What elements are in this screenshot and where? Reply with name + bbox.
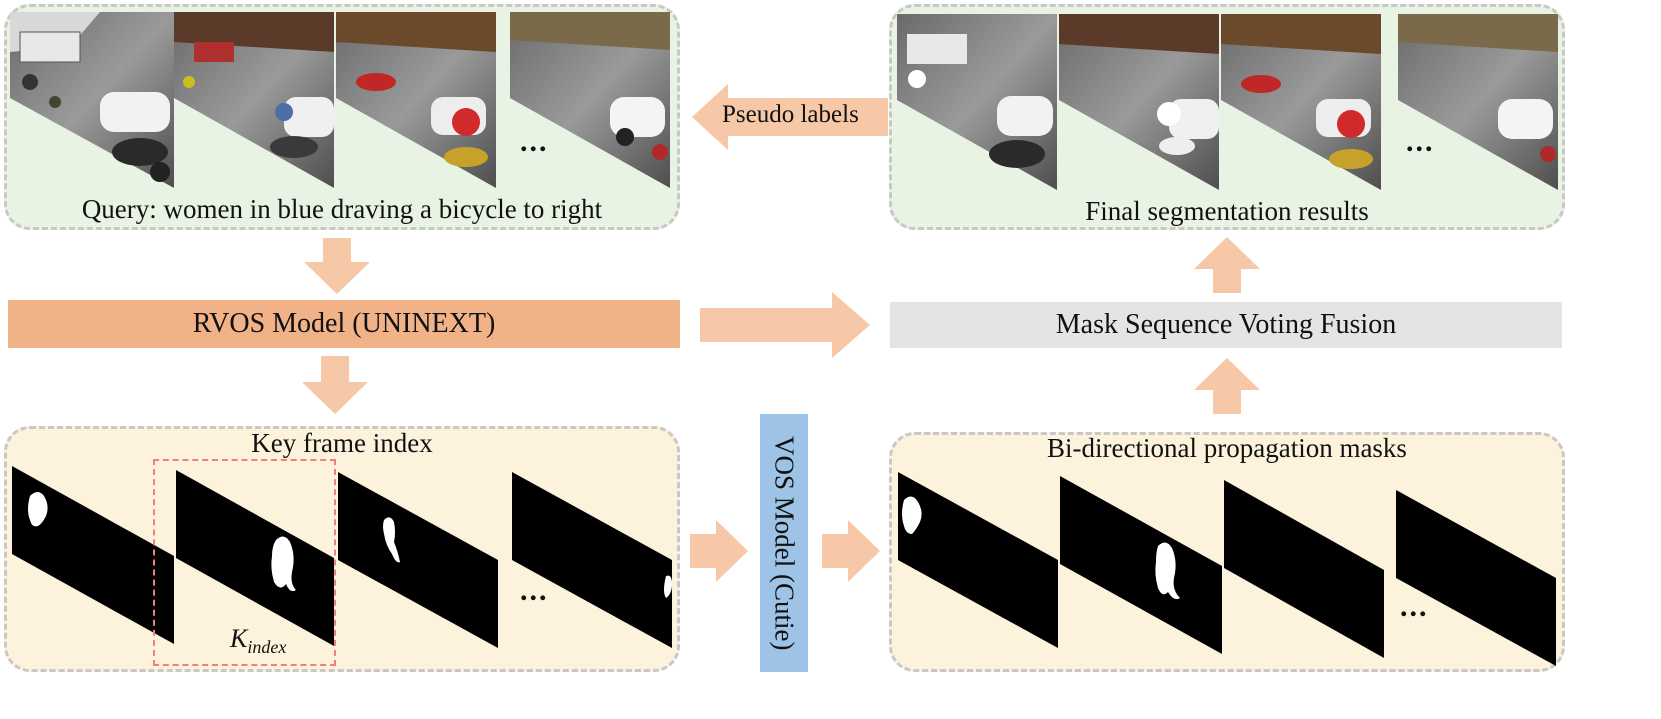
fusion-bar: Mask Sequence Voting Fusion: [890, 302, 1562, 348]
video-frame-2: [174, 12, 334, 188]
prop-mask-frame-1: [898, 472, 1058, 648]
video-frame-3: [336, 12, 496, 188]
result-frame-2: [1059, 14, 1219, 190]
up-arrow-final: [1194, 237, 1260, 293]
pseudo-labels-arrow: [692, 84, 888, 150]
right-arrow-to-vos: [690, 520, 748, 582]
k-index-label: Kindex: [230, 624, 287, 658]
prop-mask-frame-4: [1396, 490, 1556, 666]
vos-model-bar: VOS Model (Cutie): [760, 414, 808, 672]
result-frame-4: [1398, 14, 1558, 190]
result-frame-3: [1221, 14, 1381, 190]
right-arrow-from-vos: [822, 520, 880, 582]
query-caption: Query: women in blue draving a bicycle t…: [81, 194, 603, 224]
bottom-right-ellipsis: ...: [1400, 590, 1429, 623]
right-arrow-fusion: [700, 292, 870, 358]
prop-mask-frame-3: [1224, 480, 1384, 658]
pseudo-labels-label: Pseudo labels: [722, 101, 859, 128]
mask-frame-2-key: [176, 470, 334, 646]
prop-mask-frame-2: [1060, 476, 1222, 654]
rvos-model-label: RVOS Model (UNINEXT): [192, 308, 496, 339]
key-frame-caption: Key frame index: [251, 428, 433, 458]
key-frame-highlight-box: [153, 459, 336, 666]
fusion-label: Mask Sequence Voting Fusion: [1055, 309, 1397, 340]
result-frame-1: [897, 14, 1057, 190]
mask-frame-1: [12, 466, 174, 644]
rvos-model-bar: RVOS Model (UNINEXT): [8, 300, 680, 348]
bottom-left-ellipsis: ...: [520, 574, 549, 607]
top-left-ellipsis: ...: [520, 125, 549, 158]
propagation-masks-caption: Bi-directional propagation masks: [1047, 433, 1407, 463]
mask-frame-4: [512, 472, 672, 648]
up-arrow-fusion: [1194, 358, 1260, 414]
vos-model-label: VOS Model (Cutie): [769, 435, 800, 651]
video-frame-1: [10, 12, 174, 188]
video-frame-4: [510, 12, 670, 188]
down-arrow-query: [304, 238, 370, 294]
mask-frame-3: [338, 472, 498, 648]
down-arrow-keyframe: [302, 356, 368, 414]
final-results-caption: Final segmentation results: [1085, 196, 1369, 226]
top-right-ellipsis: ...: [1406, 125, 1435, 158]
